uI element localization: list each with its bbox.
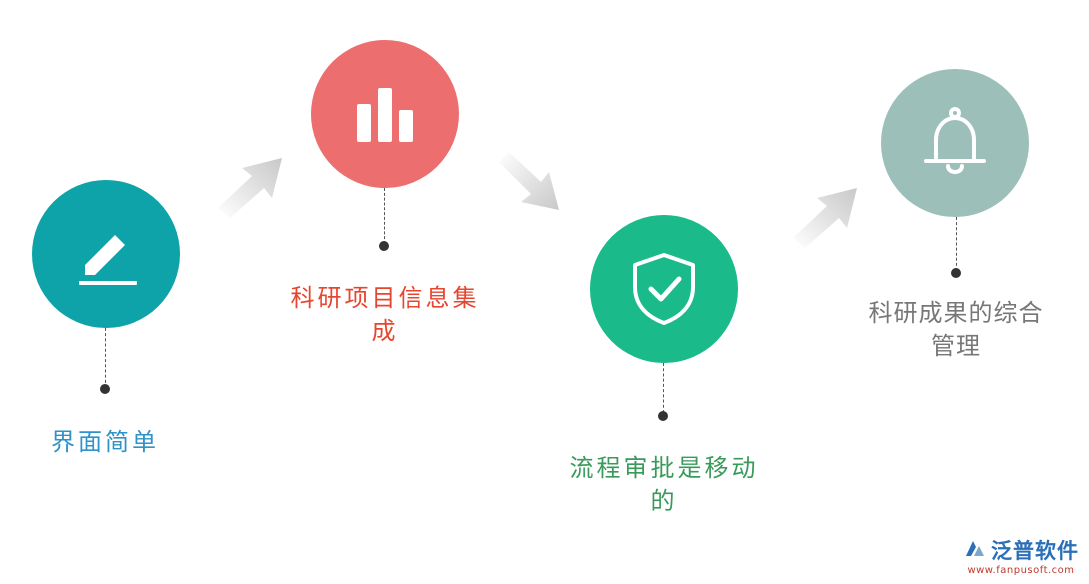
step-4-stem [956,217,957,271]
step-3-stem [663,363,664,413]
step-4-circle [881,69,1029,217]
step-2-circle [311,40,459,188]
arrow-1 [218,158,282,218]
step-4-dot [951,268,961,278]
logo-name: 泛普软件 [991,539,1079,563]
step-1-stem [105,328,106,388]
arrow-3 [793,188,857,248]
logo-mark-icon [966,541,984,556]
arrow-2 [499,152,559,210]
step-3-label: 流程审批是移动 的 [569,454,759,515]
bell-icon [924,107,986,174]
step-1-circle [32,180,180,328]
logo-url: www.fanpusoft.com [967,565,1075,576]
shield-check-icon [633,253,695,325]
step-2-stem [384,188,385,244]
step-1-label: 界面简单 [51,428,159,456]
step-2-dot [379,241,389,251]
brand-logo: 泛普软件 www.fanpusoft.com [963,535,1079,576]
bar-chart-icon [357,88,413,142]
step-2-label: 科研项目信息集 成 [290,284,480,345]
step-4-label: 科研成果的综合 管理 [868,299,1044,360]
step-3-dot [658,411,668,421]
step-1-dot [100,384,110,394]
pencil-icon [79,235,137,285]
step-3-circle [590,215,738,363]
